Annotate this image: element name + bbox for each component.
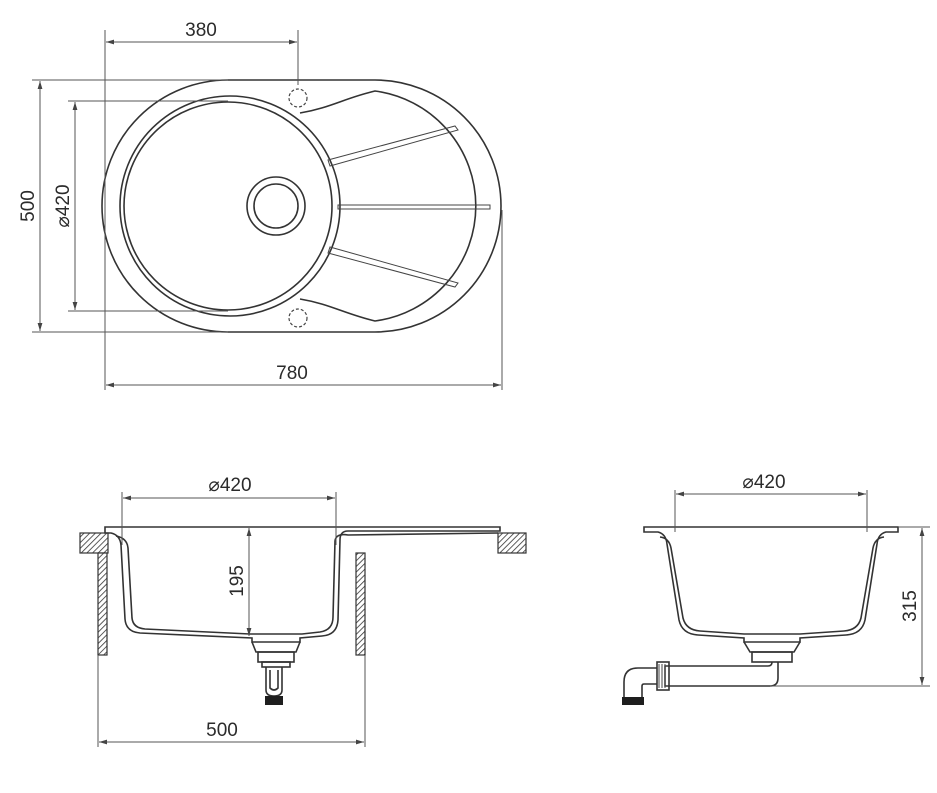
drainboard-outline: [299, 90, 477, 322]
sink-profile: [104, 526, 501, 643]
drain-trap: [265, 667, 283, 697]
tap-hole-top: [288, 88, 308, 108]
drain-thread: [265, 696, 283, 705]
dim-label-780: 780: [276, 363, 308, 384]
side-sink-profile: [643, 526, 899, 643]
top-view: 380 780 500 ⌀420: [18, 20, 503, 390]
dim-label-420-vertical: ⌀420: [53, 184, 74, 227]
drainer-groove-1: [327, 125, 459, 167]
side-view: ⌀420 315: [622, 472, 930, 705]
pipe-elbow: [623, 667, 657, 701]
dim-label-420-front: ⌀420: [208, 475, 251, 496]
cabinet-wall-right: [355, 552, 366, 656]
bowl-rim: [119, 95, 341, 317]
drain-inner: [253, 183, 299, 229]
cabinet-wall-left: [97, 552, 108, 656]
dim-label-500-front: 500: [206, 720, 238, 741]
pipe-coupling: [656, 661, 670, 691]
countertop-left: [79, 532, 109, 554]
front-view: ⌀420 195 500: [79, 475, 527, 747]
dim-label-380: 380: [185, 20, 217, 41]
dim-label-500-vertical: 500: [18, 190, 39, 222]
dim-label-420-side: ⌀420: [742, 472, 785, 493]
drainer-groove-2: [337, 204, 491, 210]
countertop-right: [497, 532, 527, 554]
sink-outline: [101, 79, 502, 333]
dim-label-315: 315: [900, 590, 921, 622]
drain-outer: [246, 176, 306, 236]
waste-pipe: [664, 661, 779, 687]
pipe-thread: [622, 697, 644, 705]
tap-hole-bottom: [288, 308, 308, 328]
dim-label-195: 195: [227, 565, 248, 597]
drain-fitting: [251, 641, 301, 653]
drainer-groove-3: [327, 246, 459, 288]
bowl-inner: [123, 101, 333, 311]
